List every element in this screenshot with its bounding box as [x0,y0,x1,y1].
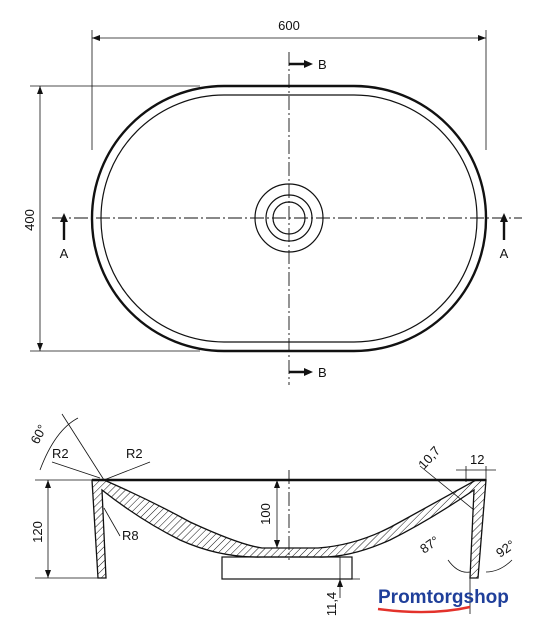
dim-120-arrow-bottom [45,570,51,578]
section-a-left-head [60,213,68,222]
dim-11-4-arrow [337,579,343,587]
drain-outer-ring [254,183,324,253]
angle-60-line [61,413,105,481]
dim-height-label: 400 [22,209,37,231]
arrow-down [37,343,43,351]
promtorgshop-logo: Promtorgshop [377,587,509,614]
angle-87-label: 87° [417,533,442,557]
radius-left-leader [51,461,101,479]
top-view: 600 400 A A B B [22,18,522,385]
angle-92-arc [485,559,513,573]
dim-120-arrow-top [45,480,51,488]
radius-left-label: R2 [52,446,69,461]
logo-part2: shop [464,587,509,608]
logo-part1: Promtorg [378,587,464,608]
dim-100-label: 100 [258,503,273,525]
dim-10-7-leader [419,465,475,511]
angle-92-label: 92° [493,537,518,561]
arrow-right [478,35,486,41]
section-a-left-label: A [60,246,69,261]
dim-100-arrow-top [274,480,280,488]
dim-width-label: 600 [278,18,300,33]
radius-base-leader [103,507,121,537]
angle-60-label: 60° [27,422,49,446]
radius-base-label: R8 [122,528,139,543]
arrow-left [92,35,100,41]
dim-11-4-label: 11,4 [324,592,339,616]
dim-120-label: 120 [30,521,45,543]
section-b-top-head [304,60,313,68]
section-a-right-label: A [500,246,509,261]
section-b-bottom-head [304,368,313,376]
dim-100-arrow-bottom [274,540,280,548]
dim-12-label: 12 [470,452,484,467]
drain-hole [272,201,306,235]
radius-right-leader [103,461,151,481]
dim-10-7-label: 10,7 [415,443,443,472]
logo-underline-swoosh [377,605,471,614]
section-b-top-label: B [318,57,327,72]
angle-87-arc [447,559,471,573]
drain-flange [265,194,313,242]
logo-text: Promtorgshop [378,587,509,608]
arrow-up [37,86,43,94]
section-b-bottom-label: B [318,365,327,380]
angle-60-arc [39,417,79,471]
radius-right-label: R2 [126,446,143,461]
drain-base [221,556,353,580]
section-a-right-head [500,213,508,222]
section-view: 120 60° R2 R2 R8 100 11,4 10,7 12 [27,413,518,616]
